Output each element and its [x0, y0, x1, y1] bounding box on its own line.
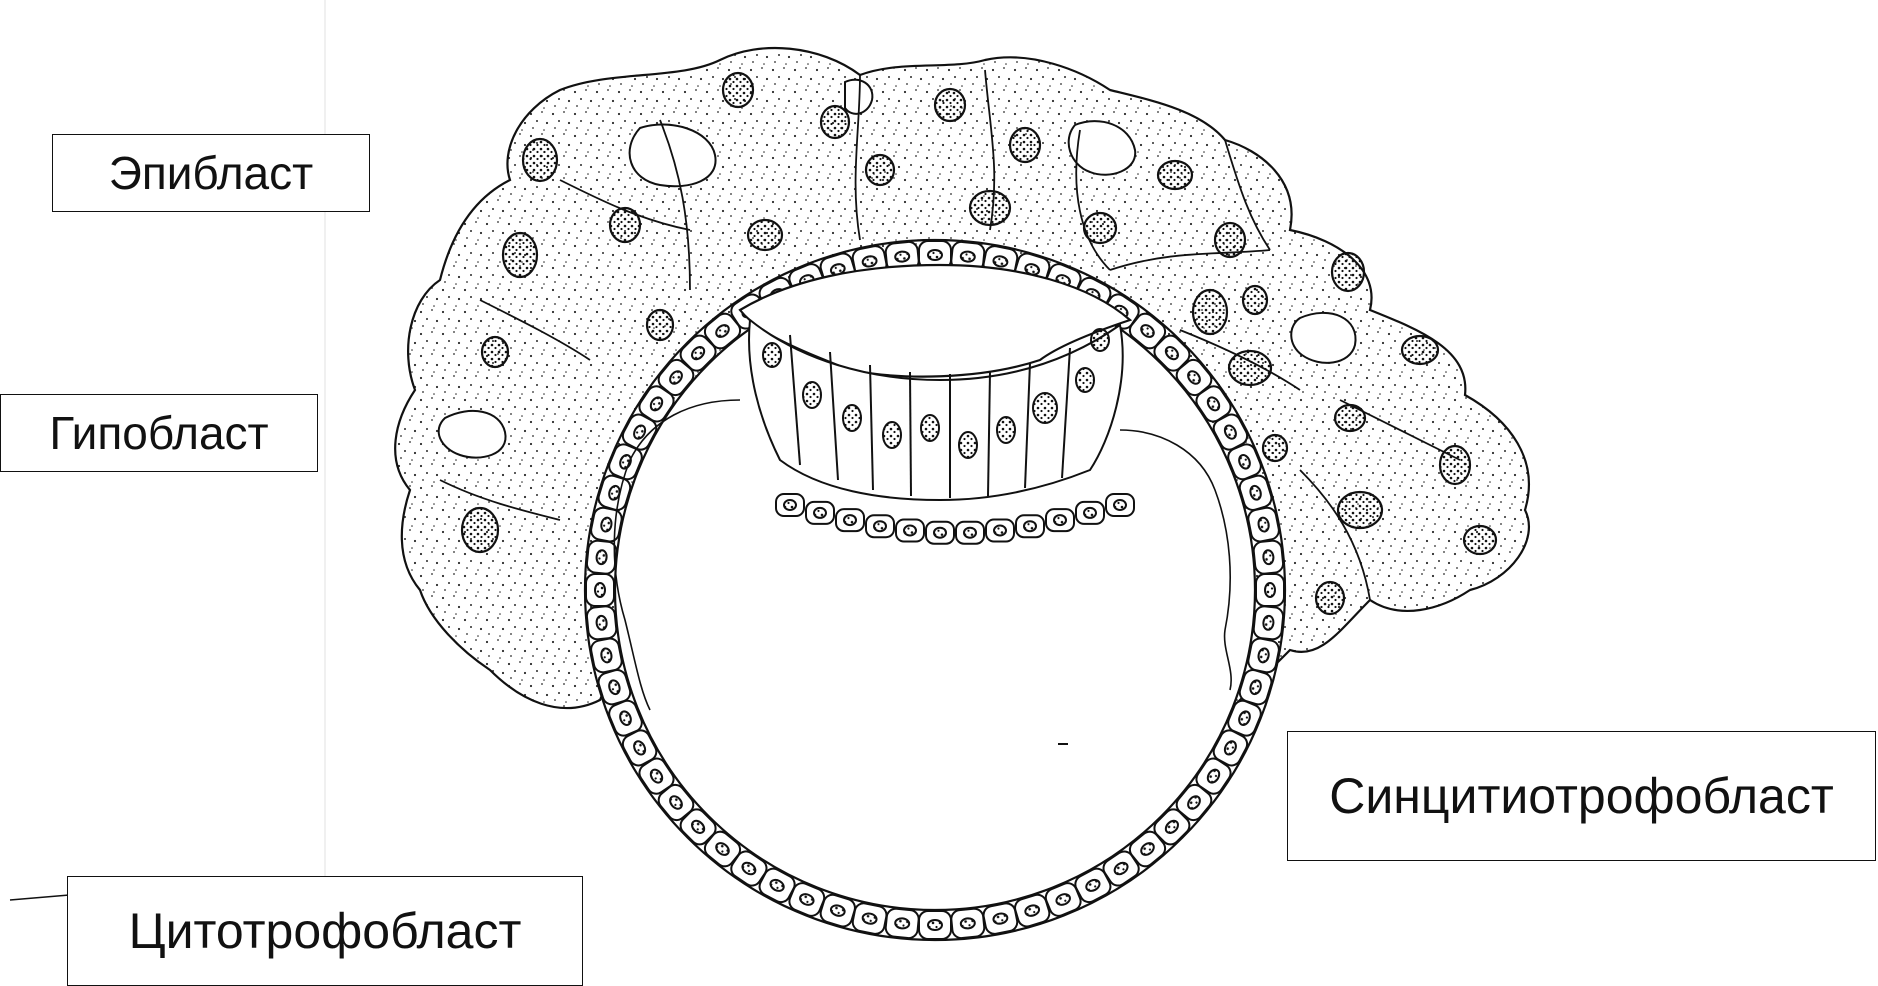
cytotrophoblast-cell [982, 902, 1019, 936]
cytotrophoblast-cell [590, 637, 624, 674]
cytotrophoblast-cell [590, 506, 624, 543]
hypoblast-cell [866, 515, 894, 537]
syncytiotrophoblast-label: Синцитиотрофобласт [1287, 731, 1876, 861]
cytotrophoblast-cell [1247, 506, 1281, 543]
cytotrophoblast-cell [586, 540, 617, 575]
hypoblast-label-text: Гипобласт [49, 406, 268, 460]
cytotrophoblast-cell [1256, 574, 1284, 606]
cytotrophoblast-cell [851, 902, 888, 936]
cytotrophoblast-cell [885, 908, 920, 939]
cytotrophoblast-label-text: Цитотрофобласт [129, 902, 522, 960]
hypoblast-cell [1106, 494, 1134, 516]
cytotrophoblast-cell [951, 908, 986, 939]
cytotrophoblast-cell [1253, 540, 1284, 575]
hypoblast-cell [776, 494, 804, 516]
syncytiotrophoblast-label-text: Синцитиотрофобласт [1329, 767, 1834, 825]
cytotrophoblast-cell [1247, 637, 1281, 674]
hypoblast-cell [956, 522, 984, 544]
hypoblast-label: Гипобласт [0, 394, 318, 472]
cytotrophoblast-cell [586, 574, 614, 606]
hypoblast-cell [1016, 515, 1044, 537]
hypoblast-cell [926, 522, 954, 544]
hypoblast-cell [836, 509, 864, 531]
hypoblast-cell [806, 502, 834, 524]
hypoblast-cell [1046, 509, 1074, 531]
cytotrophoblast-cell [586, 606, 617, 641]
cytotrophoblast-cell [919, 911, 951, 939]
hypoblast-cell [986, 520, 1014, 542]
hypoblast-cell [896, 520, 924, 542]
epiblast-label-text: Эпибласт [109, 146, 313, 200]
epiblast-label: Эпибласт [52, 134, 370, 212]
lacuna-cavity [1291, 313, 1355, 363]
cytotrophoblast-label: Цитотрофобласт [67, 876, 583, 986]
hypoblast-cell [1076, 502, 1104, 524]
cytotrophoblast-cell [1253, 606, 1284, 641]
